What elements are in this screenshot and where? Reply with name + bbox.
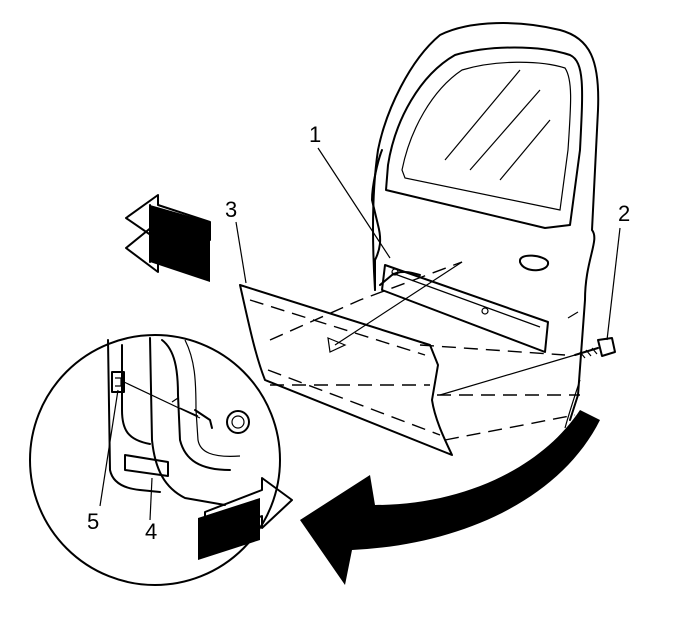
door-shell <box>371 22 600 429</box>
retainer-bolt <box>439 337 616 396</box>
callout-4: 4 <box>145 519 158 544</box>
callout-5: 5 <box>87 509 100 534</box>
curved-direction-arrow <box>300 410 600 585</box>
callout-2: 2 <box>618 201 631 226</box>
detail-inset <box>29 334 281 586</box>
callout-1: 1 <box>309 122 322 147</box>
callout-3: 3 <box>225 197 238 222</box>
molding-retainer-strip <box>381 264 549 353</box>
lower-door-panel <box>239 284 453 456</box>
direction-arrow-top <box>125 194 211 282</box>
leader-lines <box>99 147 621 521</box>
alignment-lines <box>269 261 580 441</box>
direction-arrow-bottom <box>198 477 293 560</box>
